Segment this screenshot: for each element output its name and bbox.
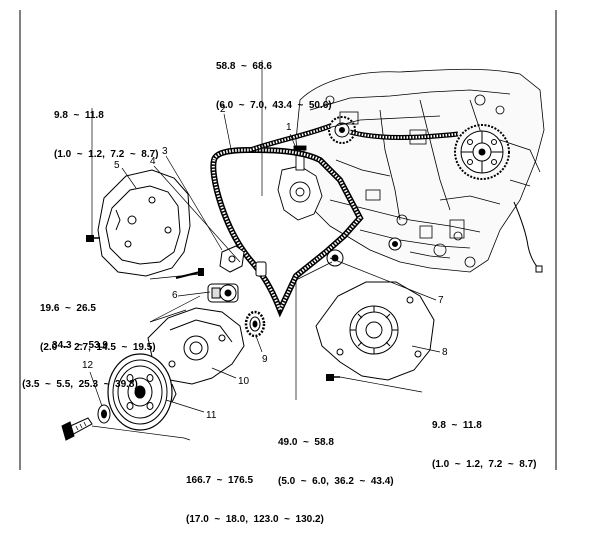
callout-numbers: 1 2 3 4 5 6 7 8 9 10 11 12 [82, 104, 448, 421]
spec-cover-bolt-upper: 9.8 ~ 11.8 (1.0 ~ 1.2, 7.2 ~ 8.7) [54, 83, 159, 174]
callout-8: 8 [442, 347, 448, 358]
timing-cover-upper [97, 169, 191, 277]
spec-tensioner-bolt-alt: (2.0 ~ 2.7, 14.5 ~ 19.5) [40, 342, 156, 353]
spec-cover-bolt-lower-alt: (1.0 ~ 1.2, 7.2 ~ 8.7) [432, 459, 537, 470]
callout-11: 11 [206, 410, 217, 421]
spec-idler-bolt-nm: 34.3 ~ 53.9 [52, 340, 108, 351]
sensor-cable [513, 201, 541, 271]
spec-camshaft-sprocket-nm: 58.8 ~ 68.6 [216, 61, 272, 72]
spec-cover-bolt-lower: 9.8 ~ 11.8 (1.0 ~ 1.2, 7.2 ~ 8.7) [432, 393, 537, 484]
timing-belt-diagram: 1 2 3 4 5 6 7 8 9 10 11 12 [19, 10, 557, 470]
crankshaft-pulley [107, 353, 177, 431]
timing-belt-upper-run [249, 123, 459, 153]
spec-idler-pulley-bolt-alt: (5.0 ~ 6.0, 36.2 ~ 43.4) [278, 476, 394, 487]
callout-10: 10 [238, 376, 250, 387]
spec-idler-bolt: 34.3 ~ 53.9 (3.5 ~ 5.5, 25.3 ~ 39.8) [2, 313, 158, 404]
diagram-frame: 1 2 3 4 5 6 7 8 9 10 11 12 [19, 10, 557, 470]
callout-1: 1 [286, 122, 292, 133]
spec-cover-bolt-lower-nm: 9.8 ~ 11.8 [432, 420, 482, 431]
spec-idler-pulley-bolt: 49.0 ~ 58.8 (5.0 ~ 6.0, 36.2 ~ 43.4) [278, 410, 394, 501]
callout-5: 5 [114, 160, 120, 171]
leader-lines [89, 60, 441, 441]
spec-cover-bolt-upper-alt: (1.0 ~ 1.2, 7.2 ~ 8.7) [54, 149, 159, 160]
tensioner-bracket [219, 245, 267, 277]
idler-pulley-upper [326, 249, 344, 267]
callout-2: 2 [220, 104, 226, 115]
callout-7: 7 [438, 295, 444, 306]
spec-camshaft-sprocket-alt: (6.0 ~ 7.0, 43.4 ~ 50.6) [216, 100, 332, 111]
camshaft-sprocket-right [454, 124, 510, 180]
spec-camshaft-sprocket: 58.8 ~ 68.6 (6.0 ~ 7.0, 43.4 ~ 50.6) [216, 34, 332, 125]
spec-cover-bolt-upper-nm: 9.8 ~ 11.8 [54, 110, 104, 121]
spec-crank-bolt-alt: (17.0 ~ 18.0, 123.0 ~ 130.2) [186, 514, 324, 525]
callout-6: 6 [172, 290, 178, 301]
spec-tensioner-bolt: 19.6 ~ 26.5 (2.0 ~ 2.7, 14.5 ~ 19.5) [40, 276, 156, 367]
crank-bolt [61, 417, 93, 441]
spec-idler-bolt-alt: (3.5 ~ 5.5, 25.3 ~ 39.8) [22, 379, 138, 390]
spec-crank-bolt-nm: 166.7 ~ 176.5 [186, 475, 254, 486]
callout-9: 9 [262, 354, 268, 365]
spec-crank-bolt: 166.7 ~ 176.5 (17.0 ~ 18.0, 123.0 ~ 130.… [186, 448, 324, 539]
pump-housing [277, 145, 323, 221]
camshaft-sprocket-left [328, 116, 356, 144]
spec-tensioner-bolt-nm: 19.6 ~ 26.5 [40, 303, 96, 314]
crank-washer [97, 404, 111, 424]
callout-3: 3 [162, 146, 168, 157]
sensor-connector [535, 265, 543, 273]
callout-4: 4 [150, 156, 156, 167]
cover-bolt-upper [86, 235, 100, 242]
crankshaft-sprocket [244, 310, 266, 338]
timing-cover-lower [147, 307, 245, 385]
idler-pulley-small [388, 237, 402, 251]
timing-belt [210, 146, 364, 318]
cover-bolt-lower [326, 374, 340, 381]
spec-idler-pulley-bolt-nm: 49.0 ~ 58.8 [278, 437, 334, 448]
timing-cover-lower-right [315, 281, 435, 381]
tensioner-pulley [207, 283, 239, 303]
callout-12: 12 [82, 360, 94, 371]
tensioner-bolt [175, 268, 204, 279]
